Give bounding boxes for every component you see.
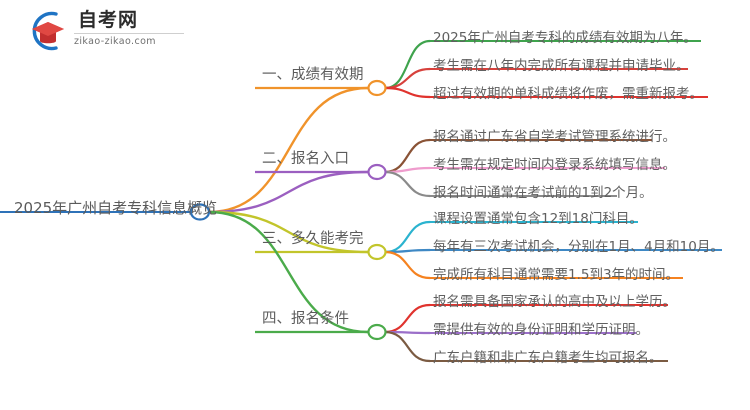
leaf-label-2-2[interactable]: 考生需在规定时间内登录系统填写信息。 bbox=[433, 157, 676, 173]
logo-url: zikao-zikao.com bbox=[74, 36, 156, 47]
leaf-connector-4-3 bbox=[383, 330, 432, 363]
logo-divider bbox=[74, 33, 184, 34]
branch-label-4[interactable]: 四、报名条件 bbox=[262, 311, 349, 327]
leaf-connector-3-3 bbox=[383, 250, 432, 280]
leaf-connector-1-3 bbox=[383, 86, 432, 99]
leaf-label-1-2[interactable]: 考生需在八年内完成所有课程并申请毕业。 bbox=[433, 58, 690, 74]
branch-label-2[interactable]: 二、报名入口 bbox=[262, 151, 349, 167]
leaf-connector-1-2 bbox=[383, 67, 432, 90]
leaf-label-4-1[interactable]: 报名需具备国家承认的高中及以上学历。 bbox=[433, 294, 676, 310]
logo-wordmark: 自考网 zikao-zikao.com bbox=[74, 9, 186, 48]
branch-node-2 bbox=[367, 163, 387, 181]
leaf-connector-4-2 bbox=[383, 330, 432, 335]
leaf-connector-2-2 bbox=[383, 166, 432, 174]
branch-node-4 bbox=[367, 323, 387, 341]
leaf-connector-3-1 bbox=[383, 220, 432, 254]
branch-node-1 bbox=[367, 79, 387, 97]
root-title: 2025年广州自考专科信息概览 bbox=[14, 199, 218, 217]
leaf-label-4-3[interactable]: 广东户籍和非广东户籍考生均可报名。 bbox=[433, 350, 663, 366]
logo-name: 自考网 bbox=[78, 9, 139, 31]
leaf-connector-2-1 bbox=[383, 138, 432, 174]
leaf-connector-3-2 bbox=[383, 248, 432, 254]
leaf-label-2-3[interactable]: 报名时间通常在考试前的1到2个月。 bbox=[433, 185, 653, 201]
leaf-label-1-3[interactable]: 超过有效期的单科成绩将作废，需重新报考。 bbox=[433, 86, 703, 102]
leaf-label-3-2[interactable]: 每年有三次考试机会，分别在1月、4月和10月。 bbox=[433, 239, 724, 255]
leaf-connector-1-1 bbox=[383, 39, 432, 90]
site-logo: 自考网 zikao-zikao.com bbox=[26, 8, 186, 54]
leaf-connector-4-1 bbox=[383, 303, 432, 334]
leaf-label-4-2[interactable]: 需提供有效的身份证明和学历证明。 bbox=[433, 322, 649, 338]
leaf-label-2-1[interactable]: 报名通过广东省自学考试管理系统进行。 bbox=[433, 129, 676, 145]
branch-label-1[interactable]: 一、成绩有效期 bbox=[262, 67, 364, 83]
leaf-connector-2-3 bbox=[383, 170, 432, 198]
leaf-label-3-3[interactable]: 完成所有科目通常需要1.5到3年的时间。 bbox=[433, 267, 680, 283]
branch-label-3[interactable]: 三、多久能考完 bbox=[262, 231, 364, 247]
logo-mark-icon bbox=[26, 10, 70, 52]
branch-node-3 bbox=[367, 243, 387, 261]
branch-connector-2 bbox=[207, 170, 370, 214]
leaf-label-3-1[interactable]: 课程设置通常包含12到18门科目。 bbox=[433, 211, 643, 227]
leaf-label-1-1[interactable]: 2025年广州自考专科的成绩有效期为八年。 bbox=[433, 30, 697, 46]
